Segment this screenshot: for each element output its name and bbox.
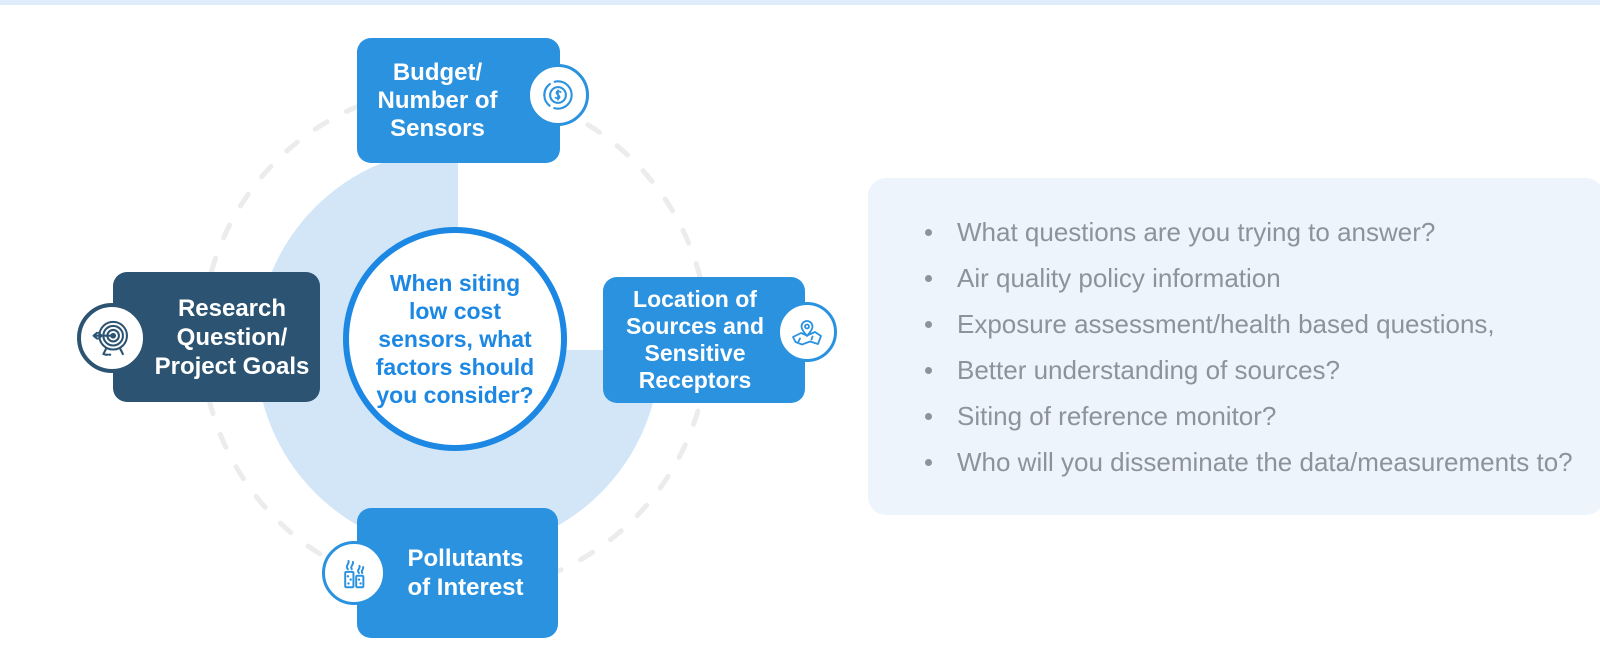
list-item: Who will you disseminate the data/measur…	[868, 445, 1584, 479]
node-location-line: Location of	[633, 286, 757, 312]
central-question-line: When siting	[389, 270, 521, 296]
questions-list: What questions are you trying to answer?…	[868, 178, 1600, 479]
node-location-line: Sensitive	[644, 340, 746, 366]
top-accent-bar	[0, 0, 1600, 5]
central-question-line: you consider?	[376, 382, 534, 408]
research-icon-badge	[77, 303, 147, 373]
node-pollutants-line: of Interest	[407, 574, 524, 601]
node-pollutants-line: Pollutants	[407, 545, 524, 572]
node-budget-line: Sensors	[390, 114, 485, 142]
node-location-line: Receptors	[638, 367, 752, 393]
node-budget-line: Number of	[377, 86, 498, 114]
central-question-line: factors should	[375, 354, 535, 380]
questions-panel: What questions are you trying to answer?…	[868, 178, 1600, 515]
location-icon-badge	[777, 302, 837, 362]
list-item: Siting of reference monitor?	[868, 399, 1584, 433]
target-arrow-icon	[92, 320, 128, 356]
list-item: What questions are you trying to answer?	[868, 215, 1584, 249]
list-item: Better understanding of sources?	[868, 353, 1584, 387]
central-question-circle: When siting low cost sensors, what facto…	[343, 227, 567, 451]
central-question-line: low cost	[408, 298, 501, 324]
list-item: Exposure assessment/health based questio…	[868, 307, 1584, 341]
node-research-line: Question/	[176, 323, 288, 351]
node-location: Location of Sources and Sensitive Recept…	[603, 277, 805, 403]
factory-smoke-icon	[344, 559, 365, 589]
budget-icon-badge	[527, 64, 589, 126]
donut-dollar-chart-icon	[543, 80, 573, 110]
node-location-line: Sources and	[625, 313, 765, 339]
node-research: Research Question/ Project Goals	[113, 272, 320, 402]
node-research-line: Project Goals	[154, 352, 310, 380]
node-budget-line: Budget/	[392, 58, 483, 86]
node-research-line: Research	[177, 294, 287, 322]
node-budget: Budget/ Number of Sensors	[357, 38, 560, 163]
list-item: Air quality policy information	[868, 261, 1584, 295]
central-question-line: sensors, what	[378, 326, 532, 352]
node-pollutants: Pollutants of Interest	[357, 508, 558, 638]
pollutants-icon-badge	[322, 541, 386, 605]
map-pin-icon	[792, 320, 822, 346]
